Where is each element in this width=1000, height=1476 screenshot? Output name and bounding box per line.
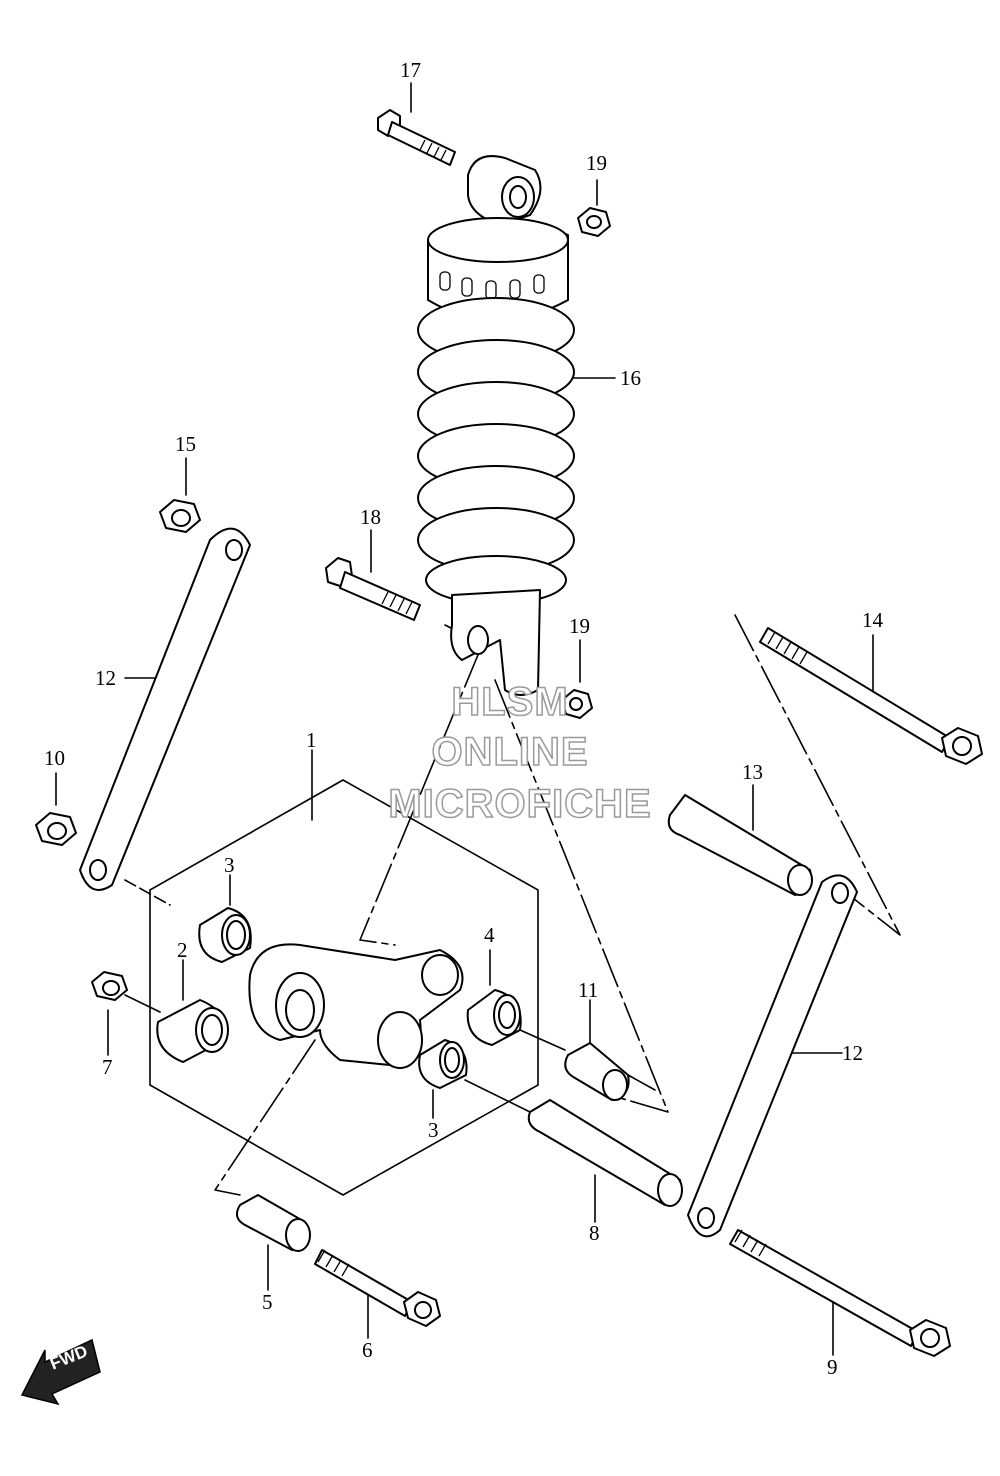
watermark-line-3: MICROFICHE [388, 781, 652, 827]
callout-16: 16 [620, 366, 641, 390]
bolt-9 [729, 1229, 951, 1357]
callout-12-left: 12 [95, 666, 116, 690]
callout-6: 6 [362, 1338, 373, 1362]
nut-15 [159, 499, 201, 533]
callout-10: 10 [44, 746, 65, 770]
watermark-line-1: HLSM [451, 679, 569, 725]
bearing-4 [466, 989, 522, 1046]
cushion-lever-1 [248, 943, 464, 1069]
nut-7 [91, 971, 128, 1001]
callout-15: 15 [175, 432, 196, 456]
callout-5: 5 [262, 1290, 273, 1314]
fwd-arrow-icon [20, 1338, 101, 1406]
callout-4: 4 [484, 923, 495, 947]
callout-1: 1 [306, 728, 317, 752]
nut-19-top [577, 207, 611, 237]
callout-13: 13 [742, 760, 763, 784]
callout-18: 18 [360, 505, 381, 529]
spacer-8 [527, 1099, 683, 1207]
bolt-18 [325, 557, 421, 621]
callout-2: 2 [177, 938, 188, 962]
callout-8: 8 [589, 1221, 600, 1245]
callout-19-top: 19 [586, 151, 607, 175]
callout-7: 7 [102, 1055, 113, 1079]
callout-3-upper: 3 [224, 853, 235, 877]
spacer-11 [564, 1042, 630, 1101]
callout-12-right: 12 [842, 1041, 863, 1065]
leader-lines [55, 82, 874, 1356]
nut-19-lower [561, 689, 593, 719]
linkage-group-outline [149, 779, 539, 1196]
bolt-6 [314, 1249, 441, 1327]
tie-rod-12-left [79, 527, 251, 891]
bolt-14 [759, 627, 983, 765]
callout-14: 14 [862, 608, 883, 632]
tie-rod-12-right [687, 874, 858, 1238]
assembly-lines [124, 614, 901, 1196]
callout-19-lower: 19 [569, 614, 590, 638]
spacer-13 [667, 794, 813, 896]
callout-17: 17 [400, 58, 421, 82]
callout-9: 9 [827, 1355, 838, 1379]
watermark-line-2: ONLINE [431, 729, 589, 775]
bearing-3-upper [198, 907, 252, 963]
callout-3-lower: 3 [428, 1118, 439, 1142]
nut-10 [35, 812, 77, 846]
spacer-5 [235, 1194, 311, 1252]
bolt-17 [377, 109, 456, 166]
shock-absorber-16 [417, 155, 575, 696]
bearing-2 [156, 999, 229, 1063]
bearing-3-lower [418, 1039, 468, 1089]
callout-11: 11 [578, 978, 599, 1002]
